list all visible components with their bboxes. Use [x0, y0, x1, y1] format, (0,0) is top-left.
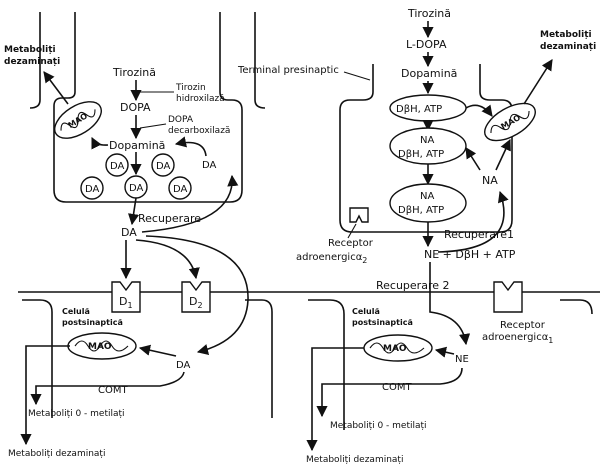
right-postsyn-label-2: postsinaptică — [352, 318, 413, 327]
svg-text:NA: NA — [420, 191, 434, 202]
right-tyrosine-label: Tirozină — [407, 7, 451, 20]
svg-text:MAO: MAO — [383, 344, 407, 354]
dopa-decarboxylase-label: DOPA — [168, 115, 194, 125]
right-mao-to-metab-arrow — [523, 59, 553, 105]
left-reuptake-arrow — [141, 174, 239, 233]
left-metab-methyl-label: Metaboliți 0 - metilați — [28, 409, 125, 419]
receptor-a1-label: Receptor — [500, 320, 546, 331]
left-postsyn-label-2: postsinaptică — [62, 318, 123, 327]
left-tyrosine-label: Tirozină — [112, 66, 156, 79]
dopamine-vesicle: DA — [80, 176, 104, 200]
right-metab-dezam-top-label: Metaboliți — [540, 30, 592, 40]
left-metab-dezam-top-label: Metaboliți — [4, 45, 56, 55]
right-mao-to-dezam-arrow — [306, 347, 364, 452]
na-release-vesicle: NA DβH, ATP — [389, 183, 467, 223]
right-metab-dezam-bottom-label: Metaboliți dezaminați — [306, 455, 403, 465]
cytosolic-na-label: NA — [482, 174, 498, 187]
svg-text:DA: DA — [110, 161, 125, 172]
svg-text:DA: DA — [173, 184, 188, 195]
left-postsynaptic-mao: MAO — [67, 332, 137, 360]
right-post-ne-label: NE — [455, 354, 469, 365]
svg-text:MAO: MAO — [88, 342, 112, 352]
left-metab-dezam-bottom-label: Metaboliți dezaminați — [8, 449, 105, 459]
dopamine-vesicle: DA — [168, 176, 192, 200]
svg-text:DβH, ATP: DβH, ATP — [398, 205, 444, 216]
tyrosine-hydroxylase-label: Tirozin — [175, 83, 206, 93]
norepinephrine-panel: Terminal presinaptic Tirozină L-DOPA Dop… — [237, 7, 600, 465]
dbh-vesicle: DβH, ATP — [389, 94, 467, 122]
right-postsynaptic-membrane — [300, 291, 600, 430]
alpha1-receptor — [493, 281, 523, 313]
left-comt-label: COMT — [98, 385, 128, 396]
left-post-da-to-mao-arrow — [138, 344, 177, 357]
right-postsyn-label: Celulă — [352, 307, 380, 316]
svg-text:DβH, ATP: DβH, ATP — [396, 104, 442, 115]
svg-text:DβH, ATP: DβH, ATP — [398, 149, 444, 160]
reuptake2-label: Recuperare 2 — [376, 279, 450, 292]
receptor-a2-label: Receptor — [328, 238, 374, 249]
left-metab-dezam-top-label-2: dezaminați — [4, 57, 60, 67]
left-postsynaptic-membrane — [18, 291, 300, 418]
na-to-mao-arrow — [495, 138, 511, 171]
left-postsyn-label: Celulă — [62, 307, 90, 316]
right-presynaptic-mao: MAO — [484, 102, 536, 142]
left-presynaptic-terminal — [53, 12, 243, 203]
left-released-da-label: DA — [121, 226, 137, 239]
terminal-presynaptic-pointer — [343, 71, 371, 81]
na-vesicle: NA DβH, ATP — [389, 127, 467, 165]
ne-to-postsyn-arrow — [429, 262, 471, 346]
svg-text:DA: DA — [129, 183, 144, 194]
left-da-to-post-da-arrow — [145, 235, 249, 355]
left-post-da-label: DA — [176, 360, 191, 371]
right-dopamine-label: Dopamină — [401, 67, 457, 80]
ne-release-label: NE + DβH + ATP — [424, 248, 516, 261]
left-mao-to-metab-arrow — [43, 71, 69, 105]
svg-text:DA: DA — [85, 184, 100, 195]
right-presynaptic-terminal — [339, 64, 513, 233]
left-mao-to-dezam-arrow — [20, 345, 70, 446]
left-reuptake-label: Recuperare — [138, 212, 201, 225]
receptor-a2-pointer — [347, 223, 357, 239]
left-dopamine-to-mao-arrow — [91, 136, 109, 150]
terminal-presynaptic-label: Terminal presinaptic — [237, 65, 339, 76]
dopamine-vesicle: DA — [105, 153, 129, 177]
reuptake1-label: Recuperare1 — [444, 228, 514, 241]
left-presynaptic-membrane-outer — [29, 12, 266, 109]
right-metab-dezam-top-label-2: dezaminați — [540, 42, 596, 52]
right-ne-to-mao-arrow — [434, 346, 455, 358]
right-reuptake1-arrow — [437, 190, 509, 253]
left-vesicle-release-arrow — [127, 197, 140, 226]
dopamine-vesicle: DA — [151, 153, 175, 177]
right-metab-methyl-label: Metaboliți 0 - metilați — [330, 421, 427, 431]
right-postsynaptic-mao: MAO — [363, 334, 433, 362]
receptor-a2-label-2: adroenergicα2 — [296, 252, 367, 265]
d1-receptor: D1 — [111, 281, 141, 313]
left-da-to-d2-arrow — [135, 239, 200, 280]
right-comt-label: COMT — [382, 382, 412, 393]
ldopa-label: L-DOPA — [406, 38, 447, 51]
alpha2-receptor — [349, 207, 369, 223]
receptor-a1-label-2: adroenergicα1 — [482, 332, 553, 345]
dopa-decarboxylase-label-2: decarboxilază — [168, 126, 230, 136]
dopamine-to-mao-curve-arrow — [465, 104, 493, 117]
d2-receptor: D2 — [181, 281, 211, 313]
dopamine-panel: D1 D2 Metaboliți dezaminați Tirozină Tir… — [4, 12, 300, 459]
left-dopamine-label: Dopamină — [109, 139, 165, 152]
left-cytosolic-da-label: DA — [202, 160, 217, 171]
svg-text:DA: DA — [156, 161, 171, 172]
right-ne-to-comt-methyl-arrow — [316, 367, 463, 418]
left-presynaptic-mao: MAO — [54, 101, 102, 139]
dopamine-vesicle: DA — [124, 175, 148, 199]
svg-text:D2: D2 — [189, 295, 203, 310]
tyrosine-hydroxylase-label-2: hidroxilază — [176, 94, 225, 104]
svg-text:D1: D1 — [119, 295, 133, 310]
dopa-label: DOPA — [120, 101, 151, 114]
left-dd-pointer — [139, 123, 167, 129]
left-da-to-comt-methyl-arrow — [30, 371, 185, 406]
svg-text:NA: NA — [420, 135, 434, 146]
left-cytosolic-da-to-dopamine-arrow — [174, 136, 207, 157]
na-to-vesicle-arrow — [465, 147, 481, 171]
